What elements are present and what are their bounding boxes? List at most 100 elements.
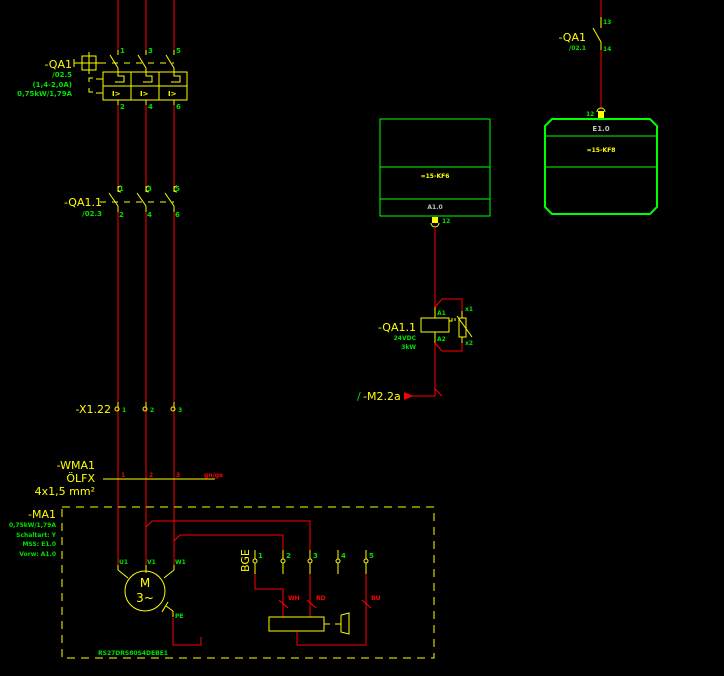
motor-rating: 0,75kW/1,79A	[9, 522, 56, 529]
coil-voltage: 24VDC	[394, 335, 417, 342]
potential-label[interactable]: -M2.2a	[363, 390, 401, 403]
plc-output-a1-0[interactable]: =15-KF6 A1.0 12	[379, 118, 491, 228]
plc-input-box[interactable]	[544, 118, 658, 215]
motor-ma1[interactable]: -MA1 0,75kW/1,79A Schaltart: Y MSS: E1.0…	[9, 506, 435, 659]
plc-input-device: =15-KF8	[587, 147, 616, 154]
motor-terminal-v1: V1	[147, 559, 156, 566]
qa1-aux-contact[interactable]: 13 14 -QA1 /02.1	[558, 0, 611, 108]
plc-output-device: =15-KF6	[421, 173, 450, 180]
terminal-1[interactable]	[114, 406, 120, 412]
x-terminal-label-2: 2	[150, 407, 154, 414]
arrow-icon	[404, 392, 413, 400]
coil-symbol	[420, 317, 450, 333]
cable-core-1: 1	[121, 472, 125, 479]
terminal-strip-x1-22[interactable]: -X1.22 1 2 3	[76, 402, 183, 416]
motor-symbol	[124, 570, 166, 612]
qa1-terminal-5: 5	[176, 47, 181, 55]
brake-terminal-4: 4	[341, 552, 346, 560]
qa1-terminal-4: 4	[148, 103, 153, 111]
potential-slash: /	[357, 390, 361, 403]
brake-coil-icon	[340, 612, 350, 635]
brake-rectifier	[268, 616, 325, 632]
plc-output-connector[interactable]	[432, 217, 438, 223]
brake-terminal-3: 3	[313, 552, 318, 560]
qa1-1-contactor[interactable]: 1 3 5 2 4 6 -QA1.1 /02.3	[64, 185, 180, 219]
motor-mss: MSS: E1.0	[22, 541, 56, 548]
motor-symbol-m: M	[140, 576, 150, 590]
cable-section: 4x1,5 mm²	[35, 485, 95, 498]
coil-x2: x2	[465, 340, 473, 347]
brake-terminal-5: 5	[369, 552, 374, 560]
aux-tag[interactable]: -QA1	[558, 31, 586, 44]
trip-symbol-1: I>	[112, 90, 121, 98]
cable-type: ÖLFX	[66, 472, 95, 485]
aux-terminal-14: 14	[603, 46, 611, 53]
plc-input-connector[interactable]	[598, 111, 604, 118]
terminal-3[interactable]	[170, 406, 176, 412]
motor-enclosure	[61, 506, 435, 659]
motor-tag[interactable]: -MA1	[28, 508, 56, 521]
qa1-1-terminal-6: 6	[175, 211, 180, 219]
motor-connection: Schaltart: Y	[16, 532, 56, 539]
qa1-tag[interactable]: -QA1	[44, 58, 72, 71]
qa1-ref[interactable]: /02.5	[52, 71, 72, 79]
motor-pe: PE	[175, 613, 184, 620]
qa1-breaker[interactable]: I> I> I> 1 3 5 2 4 6 -QA1 /02.5 (1,4-2,0…	[17, 47, 188, 111]
motor-symbol-phase: 3~	[136, 591, 154, 605]
plc-input-terminal: 12	[586, 111, 594, 118]
power-wires	[117, 0, 311, 565]
qa1-contacts	[109, 50, 175, 69]
brake-terminal-1: 1	[258, 552, 263, 560]
terminal-2[interactable]	[142, 406, 148, 412]
brake-wire-wh: WH	[288, 595, 300, 602]
qa1-1-terminal-4: 4	[147, 211, 152, 219]
plc-input-address: E1.0	[592, 125, 609, 133]
qa1-terminal-2: 2	[120, 103, 125, 111]
plc-output-address: A1.0	[427, 204, 442, 211]
wire-pe[interactable]	[172, 618, 202, 646]
brake-label: BGE	[239, 549, 252, 572]
coil-qa1-1[interactable]: A1 A2 x1 x2 -QA1.1 24VDC 3kW	[378, 227, 473, 396]
coil-power: 3kW	[401, 344, 416, 351]
brake-terminals	[252, 550, 369, 574]
trip-symbol-2: I>	[140, 90, 149, 98]
qa1-rating: 0,75kW/1,79A	[17, 90, 72, 98]
wire-brake-wh[interactable]	[254, 574, 284, 617]
trip-symbol-3: I>	[168, 90, 177, 98]
motor-terminal-w1: W1	[175, 559, 186, 566]
plc-output-terminal: 12	[442, 218, 450, 225]
cable-ground: gn/ge	[204, 472, 223, 479]
qa1-terminal-3: 3	[148, 47, 153, 55]
coil-tag[interactable]: -QA1.1	[378, 321, 416, 334]
x-terminal-label-3: 3	[178, 407, 182, 414]
coil-x1: x1	[465, 306, 473, 313]
brake-wire-bu: BU	[371, 595, 381, 602]
cable-tag[interactable]: -WMA1	[57, 459, 95, 472]
aux-ref[interactable]: /02.1	[569, 45, 586, 52]
plc-input-e1-0[interactable]: 12 E1.0 =15-KF8	[544, 107, 658, 215]
x1-22-tag[interactable]: -X1.22	[76, 403, 111, 416]
qa1-1-terminal-5: 5	[175, 185, 180, 193]
aux-terminal-13: 13	[603, 19, 611, 26]
qa1-range: (1,4-2,0A)	[32, 81, 72, 89]
brake-terminal-2: 2	[286, 552, 291, 560]
wire-v1-brake[interactable]	[145, 520, 311, 565]
coil-a1: A1	[437, 310, 446, 317]
qa1-1-tag[interactable]: -QA1.1	[64, 196, 102, 209]
qa1-1-terminal-3: 3	[147, 185, 152, 193]
qa1-1-terminal-1: 1	[119, 185, 124, 193]
potential-m2-2a[interactable]: / -M2.2a	[357, 388, 443, 403]
wire-w1-brake[interactable]	[173, 534, 284, 565]
qa1-1-ref[interactable]: /02.3	[82, 210, 102, 218]
x-terminal-label-1: 1	[122, 407, 126, 414]
motor-type-code: RS27DRS80S4DEBE1	[98, 650, 168, 657]
motor-terminal-u1: U1	[119, 559, 128, 566]
qa1-terminal-1: 1	[120, 47, 125, 55]
wire-brake-bu[interactable]	[296, 574, 367, 646]
cable-core-2: 2	[149, 472, 153, 479]
brake-bge[interactable]: BGE 1 2 3 4 5 WH RD BU	[239, 549, 381, 646]
cable-wma1[interactable]: 1 2 3 gn/ge -WMA1 ÖLFX 4x1,5 mm²	[35, 459, 223, 498]
qa1-terminal-6: 6	[176, 103, 181, 111]
motor-vorw: Vorw: A1.0	[19, 551, 56, 558]
